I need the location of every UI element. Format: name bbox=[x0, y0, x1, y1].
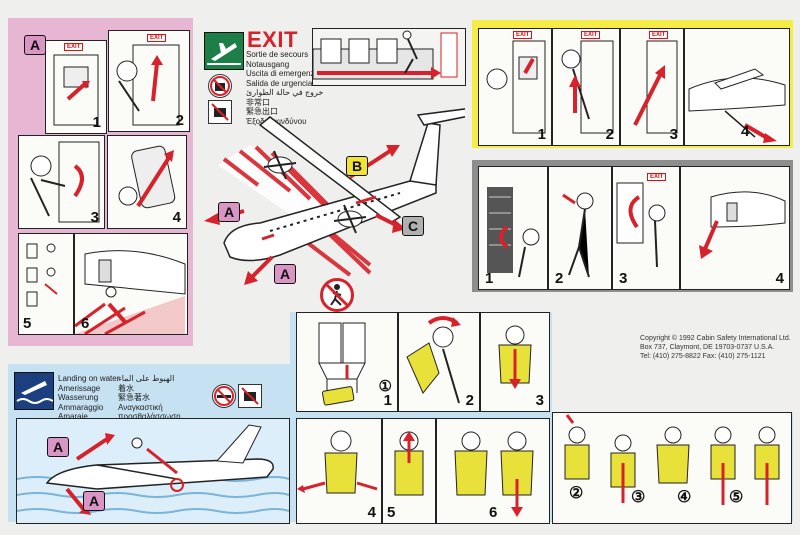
exit-title: EXIT bbox=[247, 27, 298, 52]
vest-step-number: 4 bbox=[367, 504, 376, 521]
door-handle-illustration bbox=[53, 54, 99, 126]
step-b1-frame: EXIT 1 bbox=[478, 28, 552, 146]
step-number: 3 bbox=[669, 126, 678, 143]
copyright-address: Box 737, Claymont, DE 19703-0737 U.S.A. bbox=[640, 344, 775, 351]
step-number: 5 bbox=[23, 315, 32, 332]
vest-step-6-frame: 6 bbox=[436, 418, 550, 524]
step-a1-frame: EXIT 1 bbox=[45, 40, 107, 134]
vest-step-2-frame: 2 bbox=[398, 312, 480, 412]
plane-label-a-bottom: A bbox=[274, 264, 296, 284]
step-number: 3 bbox=[90, 209, 99, 226]
pull-handle-illustration bbox=[116, 44, 180, 126]
plane-label-c: C bbox=[402, 216, 424, 236]
vest-step-number: 6 bbox=[489, 504, 498, 521]
step-c4-frame: 4 bbox=[680, 166, 790, 290]
step-a5-frame: 5 bbox=[18, 233, 74, 335]
vest-step-5-frame: 5 bbox=[382, 418, 436, 524]
step-a4-frame: 4 bbox=[107, 135, 187, 229]
step-c1-frame: 1 bbox=[478, 166, 548, 290]
step-number: 1 bbox=[537, 126, 546, 143]
copyright-block: Copyright © 1992 Cabin Safety Internatio… bbox=[640, 334, 791, 361]
water-languages: Landing on water Amerissage Wasserung Am… bbox=[58, 374, 120, 421]
step-b3-frame: EXIT 3 bbox=[620, 28, 684, 146]
exit-sign: EXIT bbox=[147, 34, 167, 42]
child-step-number: ② bbox=[569, 485, 584, 502]
step-number: 4 bbox=[172, 209, 181, 226]
step-number: 2 bbox=[555, 270, 564, 287]
vest-step-1-frame: ① 1 bbox=[296, 312, 398, 412]
exit-sign: EXIT bbox=[513, 31, 533, 39]
door-diagram bbox=[312, 28, 466, 86]
evacuation-illustration bbox=[75, 250, 186, 334]
copyright-line: Copyright © 1992 Cabin Safety Internatio… bbox=[640, 335, 791, 342]
child-step-number: ③ bbox=[631, 489, 646, 506]
plane-label-b: B bbox=[346, 156, 368, 176]
step-number: 6 bbox=[81, 315, 90, 332]
no-baggage-icon bbox=[208, 74, 232, 98]
step-a2-frame: EXIT 2 bbox=[108, 30, 190, 132]
step-number: 4 bbox=[775, 270, 784, 287]
step-number: 3 bbox=[619, 270, 628, 287]
no-shoes-icon bbox=[208, 100, 232, 124]
vest-step-number: 3 bbox=[535, 392, 544, 409]
step-c2-frame: 2 bbox=[548, 166, 612, 290]
vest-step-4-frame: 4 bbox=[296, 418, 382, 524]
ditch-label-a-bottom: A bbox=[83, 491, 105, 511]
child-vest-frame: ② ③ ④ ⑤ bbox=[552, 412, 792, 524]
step-a6-frame: 6 bbox=[74, 233, 188, 335]
exit-sign: EXIT bbox=[649, 31, 669, 39]
push-door-illustration bbox=[30, 141, 100, 223]
step-number: 2 bbox=[605, 126, 614, 143]
child-step-number: ⑤ bbox=[729, 489, 744, 506]
no-walking-icon bbox=[320, 278, 354, 312]
copyright-contact: Tel: (410) 275-8822 Fax: (410) 275-1121 bbox=[640, 353, 766, 360]
step-number: 2 bbox=[175, 112, 184, 129]
step-b4-frame: 4 bbox=[684, 28, 790, 146]
step-number: 1 bbox=[485, 270, 494, 287]
step-c3-frame: EXIT 3 bbox=[612, 166, 680, 290]
vest-step-3-frame: 3 bbox=[480, 312, 550, 412]
water-landing-icon bbox=[14, 372, 54, 410]
water-ditching-diagram: A A bbox=[16, 418, 290, 524]
airplane-diagram bbox=[204, 108, 465, 285]
no-smoking-icon bbox=[212, 384, 236, 408]
exit-icon bbox=[204, 32, 244, 70]
no-baggage-water-icon bbox=[238, 384, 262, 408]
plane-label-a-left: A bbox=[218, 202, 240, 222]
step-number: 1 bbox=[92, 114, 101, 131]
vest-step-number-circled: ① bbox=[378, 378, 392, 395]
throw-door-illustration bbox=[118, 145, 176, 209]
child-step-number: ④ bbox=[677, 489, 692, 506]
exit-sign: EXIT bbox=[581, 31, 601, 39]
ditch-label-a-top: A bbox=[47, 437, 69, 457]
exit-sign: EXIT bbox=[64, 43, 84, 51]
step-number: 4 bbox=[741, 123, 750, 140]
exit-sequence-illustration bbox=[26, 243, 58, 307]
step-b2-frame: EXIT 2 bbox=[552, 28, 620, 146]
step-a3-frame: 3 bbox=[18, 135, 105, 229]
vest-step-number: 5 bbox=[387, 504, 396, 521]
exit-sign: EXIT bbox=[647, 173, 667, 181]
water-languages-right: الهبوط على الماء 着水 緊急著水 Αναγκαστική προ… bbox=[118, 374, 181, 421]
vest-step-number: 2 bbox=[465, 392, 474, 409]
vest-step-number: 1 bbox=[383, 392, 392, 409]
panel-a-label: A bbox=[24, 35, 46, 55]
